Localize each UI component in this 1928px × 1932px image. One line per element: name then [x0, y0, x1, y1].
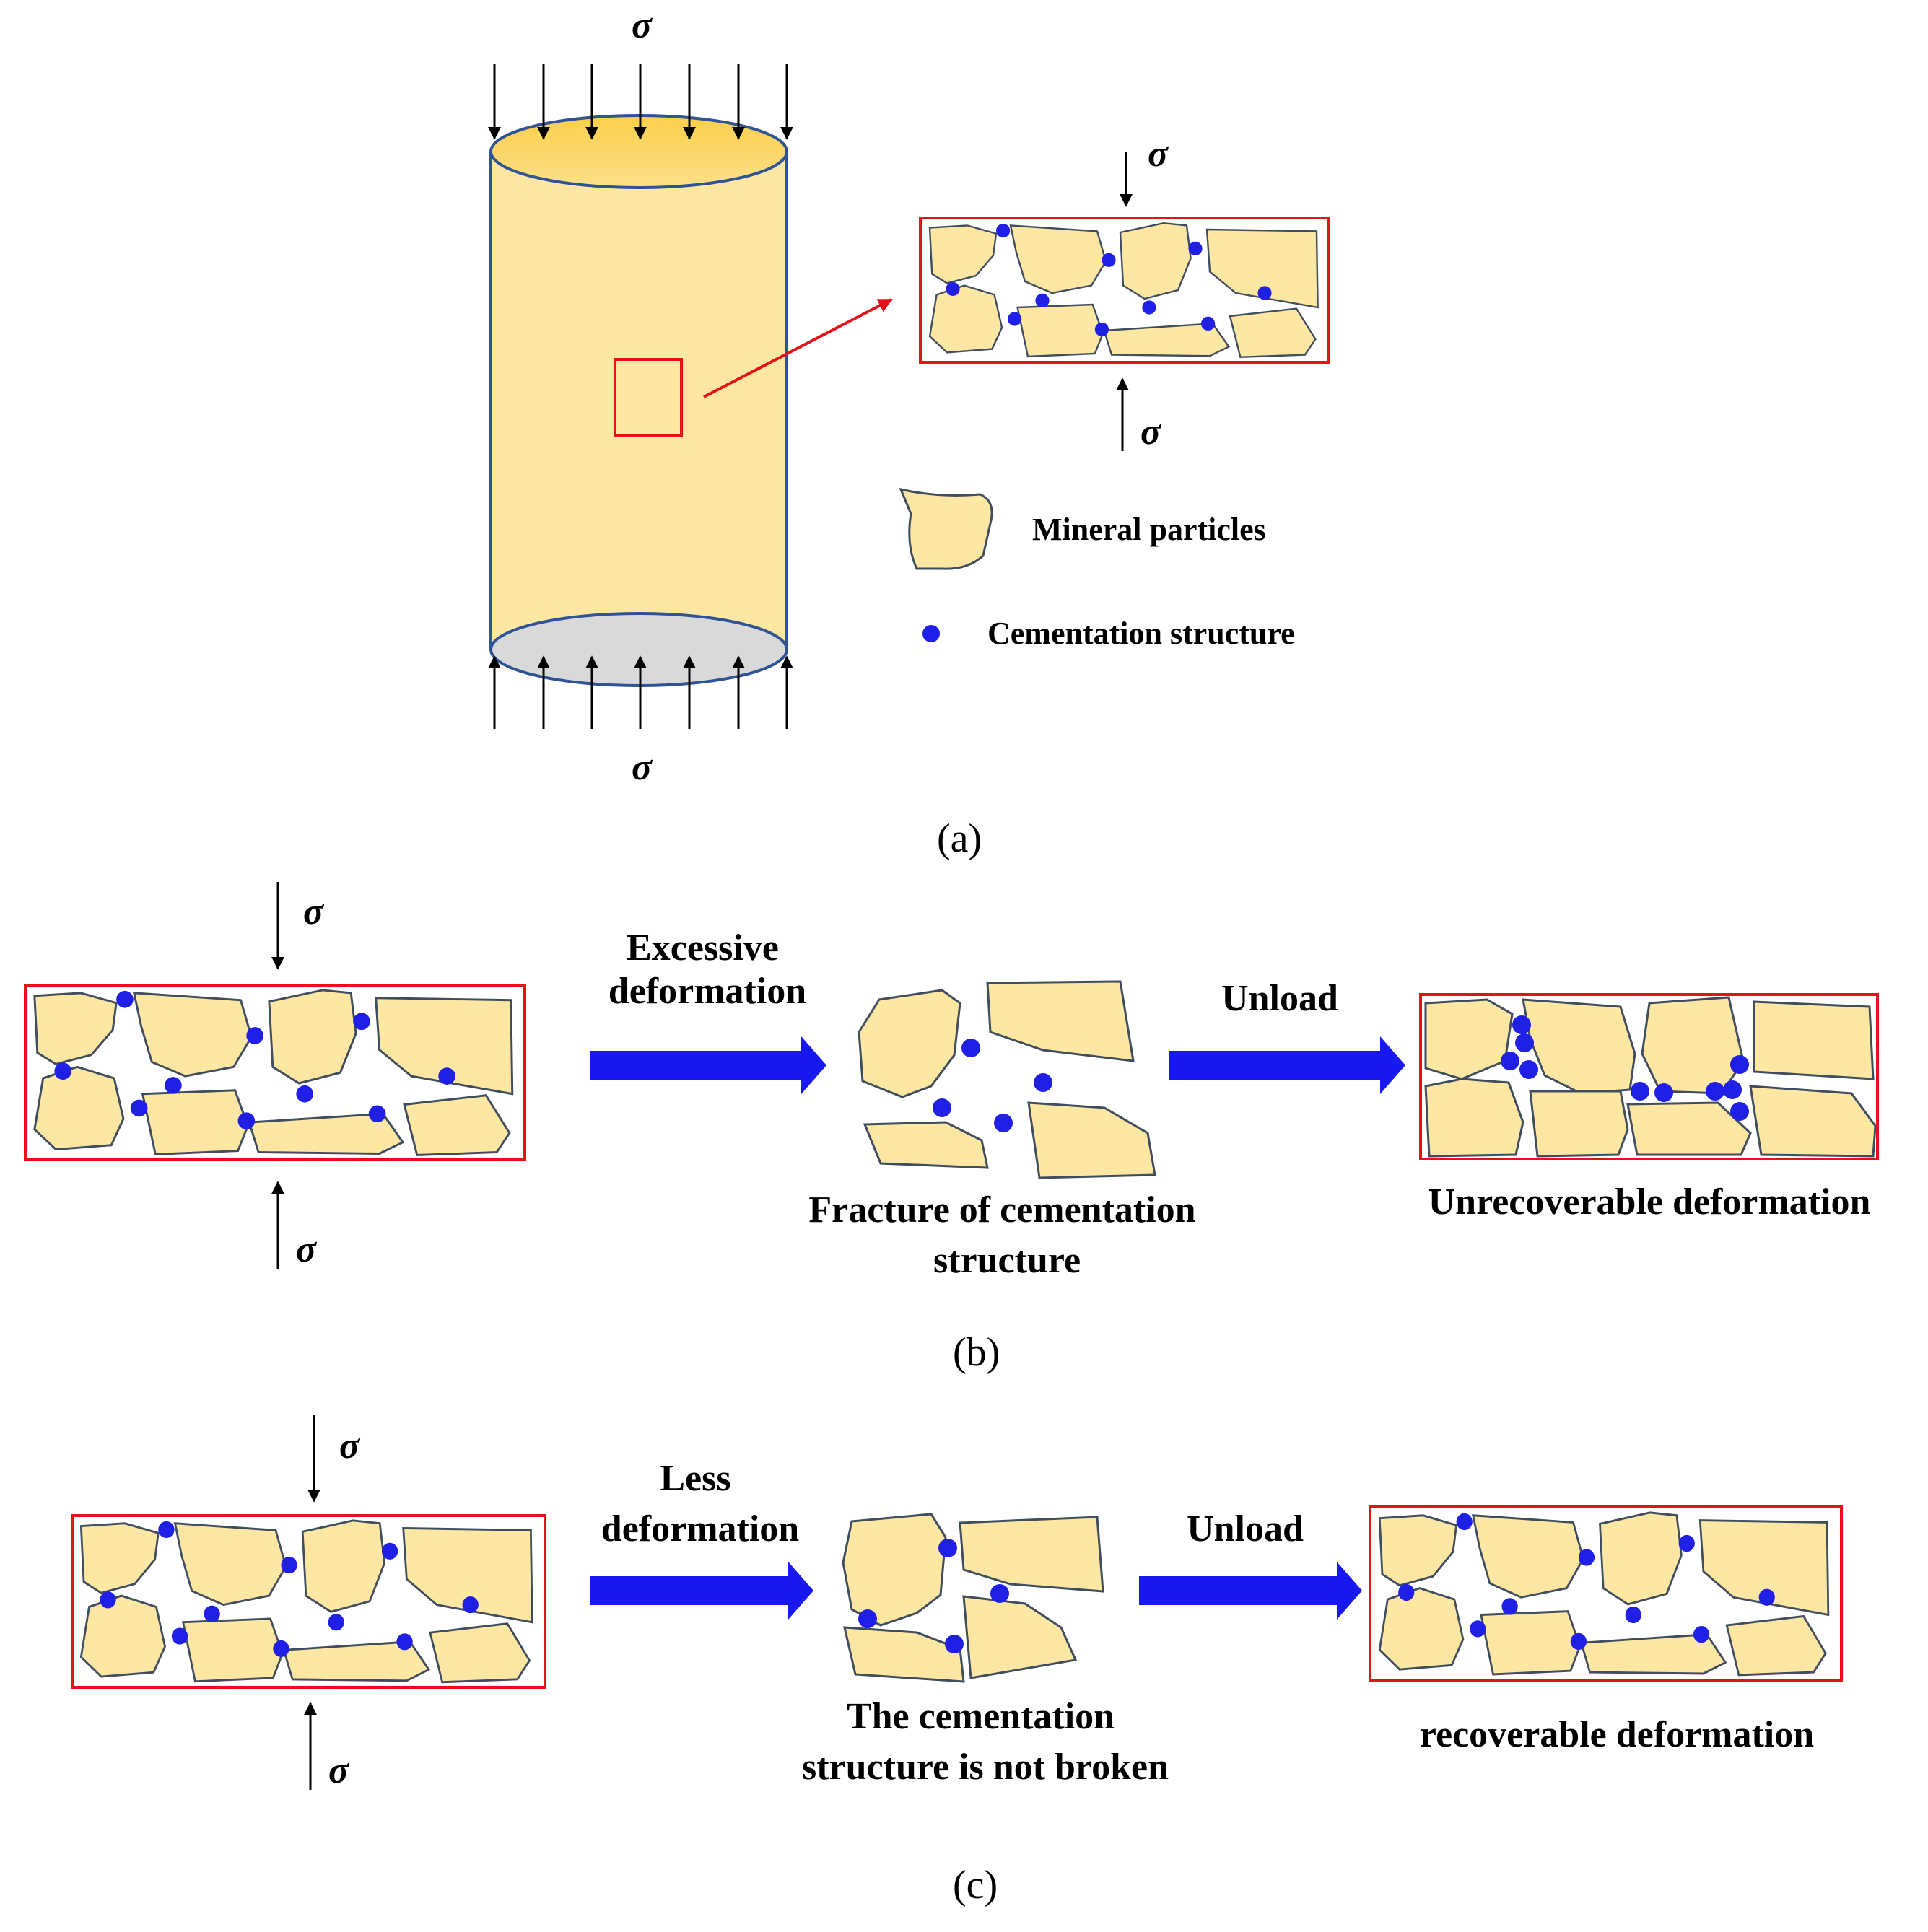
- arrow-less-deformation: [590, 1562, 813, 1620]
- step-label-unload-c: Unload: [1187, 1508, 1304, 1549]
- caption-c: (c): [953, 1863, 998, 1907]
- sigma-c-top: σ: [339, 1425, 361, 1467]
- compressed-structure: [842, 1513, 1104, 1683]
- sigma-c-bottom: σ: [328, 1750, 350, 1791]
- legend: Mineral particles Cementation structure: [899, 487, 1295, 651]
- micro-structure-c-loaded: σ σ: [71, 1415, 546, 1791]
- step-label-less: Less deformation: [601, 1458, 799, 1549]
- sigma-micro-bottom: σ: [1140, 411, 1162, 453]
- caption-a: (a): [937, 816, 982, 861]
- micro-structure-b-unrecoverable: [1419, 993, 1879, 1160]
- middle-label-fracture: Fracture of cementation structure: [808, 1189, 1205, 1281]
- sigma-top-label: σ: [632, 5, 653, 46]
- caption-b: (b): [953, 1330, 1000, 1375]
- legend-cementation-icon: [922, 625, 940, 642]
- sigma-micro-top: σ: [1148, 134, 1169, 175]
- arrow-excessive-deformation: [590, 1036, 826, 1094]
- legend-particle-icon: [899, 487, 993, 570]
- step-label-excessive: Excessive deformation: [609, 927, 806, 1012]
- micro-structure-b-loaded: σ σ: [24, 882, 526, 1270]
- sigma-b-top: σ: [303, 891, 325, 932]
- step-label-unload-b: Unload: [1221, 978, 1338, 1019]
- cylinder-specimen: [489, 114, 893, 687]
- panel-c: σ σ Less deformation The ce: [71, 1415, 1843, 1907]
- fractured-structure: [858, 980, 1156, 1179]
- sigma-bottom-label: σ: [632, 747, 653, 788]
- micro-structure-c-recovered: [1369, 1505, 1843, 1682]
- middle-label-not-broken: The cementation structure is not broken: [802, 1696, 1169, 1788]
- legend-cementation-label: Cementation structure: [987, 616, 1295, 651]
- cylinder-bottom-face: [489, 612, 788, 687]
- arrow-unload-c: [1139, 1562, 1362, 1620]
- arrow-unload-b: [1169, 1036, 1405, 1094]
- sample-region-marker: [614, 358, 683, 437]
- result-label-recoverable: recoverable deformation: [1420, 1714, 1814, 1755]
- result-label-unrecoverable: Unrecoverable deformation: [1428, 1181, 1871, 1223]
- micro-structure-a: σ σ: [919, 134, 1330, 453]
- zoom-arrow: [703, 298, 893, 398]
- bottom-load-arrows: [488, 655, 793, 729]
- panel-a: σ σ σ σ Mineral particles: [488, 5, 1330, 861]
- legend-particles-label: Mineral particles: [1032, 512, 1266, 547]
- panel-b: σ σ Excessive deformation F: [24, 882, 1879, 1375]
- cylinder-top-face: [489, 114, 788, 189]
- top-load-arrows: [488, 64, 793, 140]
- sigma-b-bottom: σ: [296, 1229, 318, 1270]
